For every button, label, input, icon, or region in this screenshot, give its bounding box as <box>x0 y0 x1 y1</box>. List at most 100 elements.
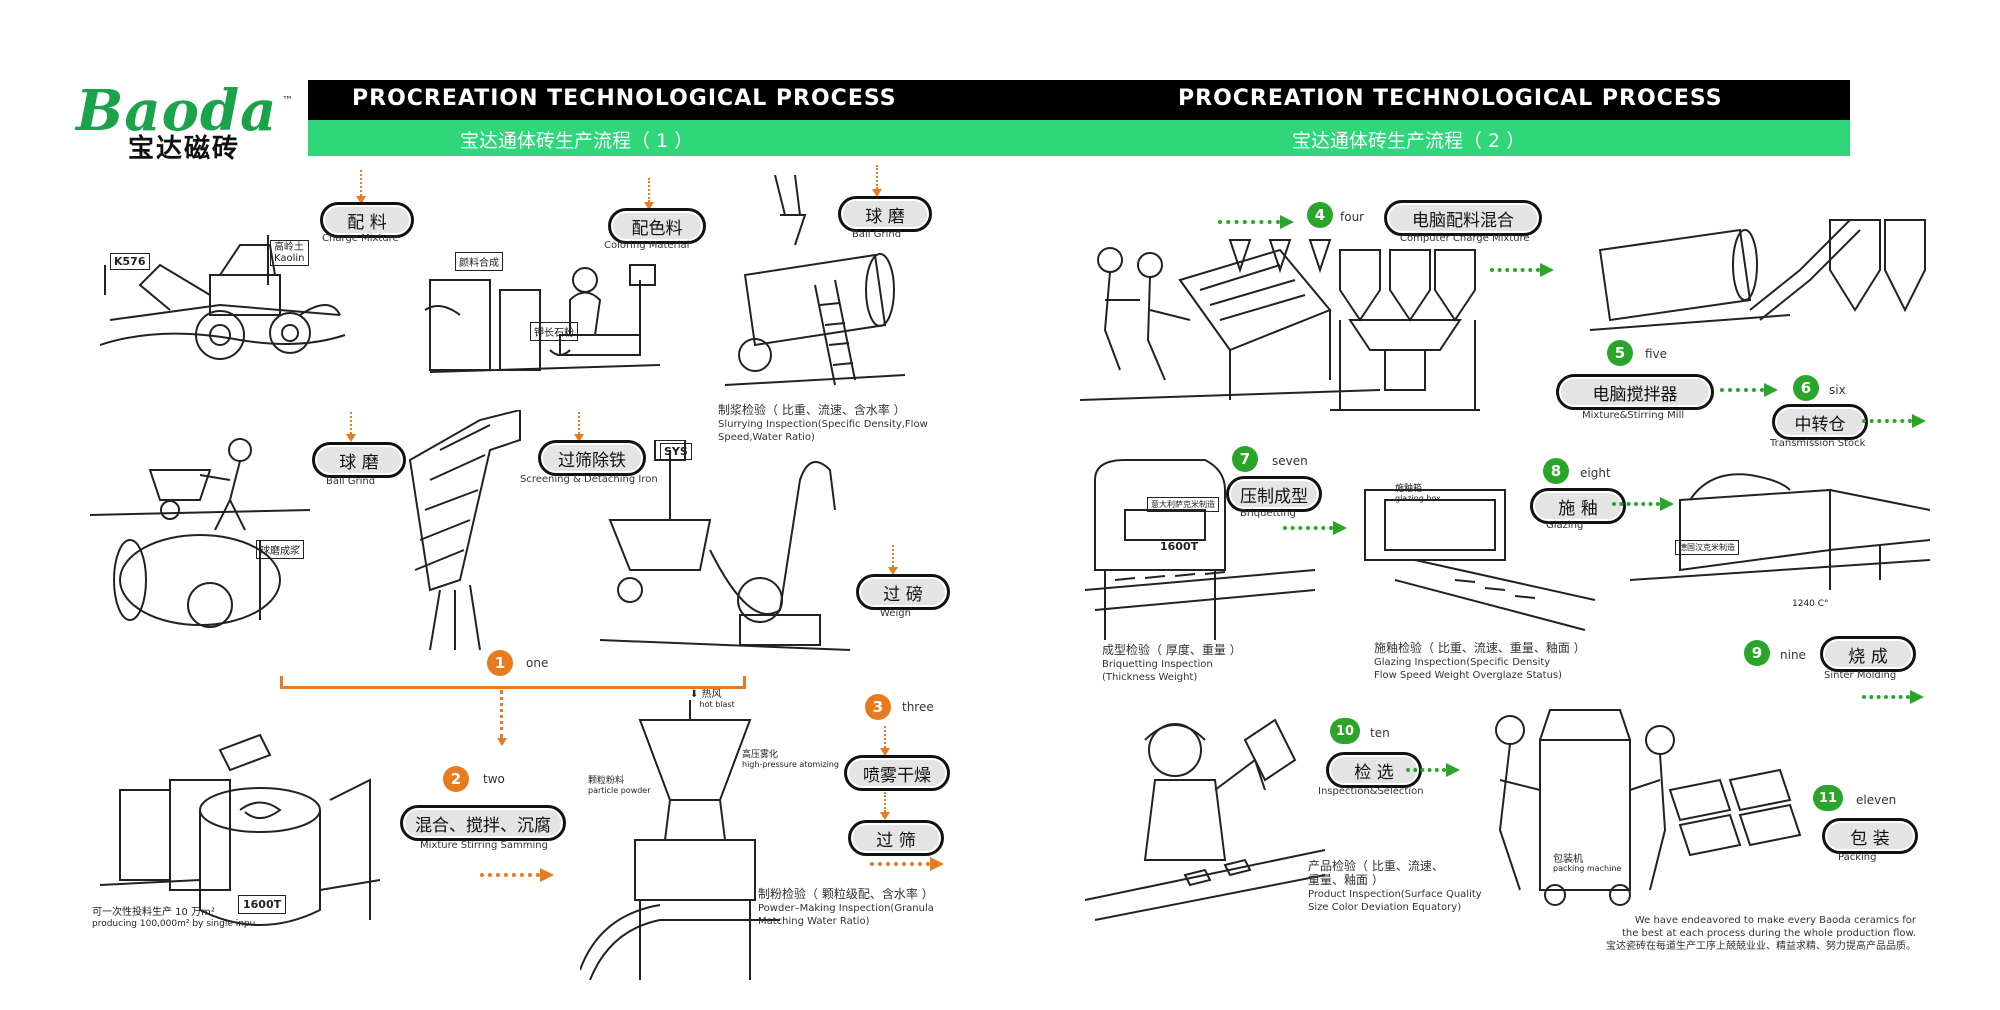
stage-mixture-stirring-en: Mixture Stirring Samming <box>420 840 548 851</box>
stage-coloring-material: 配色料 <box>608 208 706 244</box>
feldspar-label: 钾长石粉 <box>530 322 578 341</box>
stage-sinter-en: Sinter Molding <box>1824 670 1897 681</box>
step-7-badge: 7 <box>1232 446 1258 472</box>
arrow-right-after-9 <box>1862 690 1924 704</box>
arrow-right-after-4 <box>1490 263 1554 277</box>
arrow-right-step3 <box>870 857 944 871</box>
screening-chute-illustration <box>400 408 530 651</box>
stage-spray-dry: 喷雾干燥 <box>844 755 950 791</box>
stage-weigh: 过 磅 <box>856 574 950 610</box>
spray-dryer-illustration <box>579 700 790 981</box>
weighing-scale-illustration <box>599 439 851 660</box>
step-9-word: nine <box>1780 648 1806 662</box>
step-3-badge: 3 <box>865 694 891 720</box>
stage-briquetting-en: Briquetting <box>1240 508 1296 519</box>
stage-computer-charge: 电脑配料混合 <box>1384 200 1542 236</box>
coloring-workshop-illustration <box>420 240 670 380</box>
step-2-badge: 2 <box>443 766 469 792</box>
step-11-badge: 11 <box>1813 785 1843 811</box>
stage-screening: 过筛除铁 <box>538 440 646 476</box>
kiln-plate: 德国汉克米制造 <box>1675 540 1739 555</box>
stage-weigh-en: Weigh <box>880 608 911 619</box>
stage-transmission-stock-en: Transmission Stock <box>1770 438 1866 449</box>
header-subtitle-left: 宝达通体砖生产流程（ 1 ） <box>460 130 694 152</box>
arrow-down-charge <box>356 170 366 204</box>
press-machine-illustration <box>1084 450 1316 640</box>
stage-ball-grind-top: 球 磨 <box>838 196 932 232</box>
stage-mixture-stirring: 混合、搅拌、沉腐 <box>400 805 566 841</box>
stage-charge-mixture-en: Charge Mixture <box>322 233 399 244</box>
step-6-word: six <box>1829 383 1846 397</box>
bag-label: 颜料合成 <box>455 252 503 271</box>
trademark-mark: ™ <box>282 94 293 107</box>
slurry-inspection-note: 制浆检验（ 比重、流速、含水率 ） Slurrying Inspection(S… <box>718 403 928 444</box>
press-mark: 1600T <box>1160 540 1199 553</box>
ball-mill-top-illustration <box>724 174 906 395</box>
stage-sieve: 过 筛 <box>848 820 944 856</box>
stage-ball-grind-mid: 球 磨 <box>312 442 406 478</box>
step-8-badge: 8 <box>1543 458 1569 484</box>
arrow-down-screening <box>574 412 584 442</box>
stage-ball-grind-mid-en: Ball Grind <box>326 476 376 487</box>
header-subbar <box>308 120 1850 156</box>
stage-computer-charge-en: Computer Charge Mixture <box>1400 233 1530 244</box>
step-3-word: three <box>902 700 934 714</box>
arrow-down-coloring <box>644 178 654 210</box>
inspector-illustration <box>1084 700 1326 930</box>
header-bar <box>308 80 1850 120</box>
stirring-mill-illustration <box>1589 210 1930 370</box>
stage-briquetting: 压制成型 <box>1226 476 1322 512</box>
control-room-illustration <box>1079 230 1390 410</box>
stage-packing-en: Packing <box>1838 852 1877 863</box>
mixing-tank-illustration <box>99 720 381 930</box>
step-2-word: two <box>483 772 505 786</box>
stage-packing: 包 装 <box>1822 818 1918 854</box>
stage-stirring-mill-en: Mixture&Stirring Mill <box>1582 410 1685 421</box>
stage-transmission-stock: 中转仓 <box>1772 404 1868 440</box>
step-4-word: four <box>1340 210 1365 224</box>
hot-blast-label: ⬇ 热风 hot blast <box>690 689 735 710</box>
step-10-word: ten <box>1370 726 1390 740</box>
ball-mill-mid-illustration <box>89 430 311 640</box>
stage-ball-grind-top-en: Ball Grind <box>852 229 902 240</box>
arrow-right-5-to-6 <box>1720 383 1778 397</box>
silo-hopper-illustration <box>1330 240 1480 420</box>
arrow-down-weigh <box>888 545 898 575</box>
arrow-down-step1 <box>497 690 507 746</box>
kiln-temperature: 1240 C° <box>1792 599 1829 609</box>
step-8-word: eight <box>1580 466 1611 480</box>
stage-coloring-material-en: Coloring Material <box>604 240 690 251</box>
arrow-right-into-4 <box>1218 215 1294 229</box>
step-7-word: seven <box>1272 454 1308 468</box>
stage-glazing-en: Glazing <box>1546 520 1584 531</box>
arrow-right-after-8 <box>1612 497 1674 511</box>
arrow-right-after-10 <box>1406 763 1460 777</box>
mill-sign: 球磨成浆 <box>256 540 304 559</box>
glazing-box-illustration <box>1355 470 1596 640</box>
arrow-down-ballgrind-mid <box>346 412 356 442</box>
collect-bracket <box>280 676 746 689</box>
step-9-badge: 9 <box>1744 640 1770 666</box>
step-10-badge: 10 <box>1330 718 1360 744</box>
header-subtitle-right: 宝达通体砖生产流程（ 2 ） <box>1292 130 1526 152</box>
step-6-badge: 6 <box>1793 375 1819 401</box>
stage-selection-en: Inspection&Selection <box>1318 786 1424 797</box>
arrow-down-ballgrind-top <box>872 165 882 197</box>
header-title-left: PROCREATION TECHNOLOGICAL PROCESS <box>352 86 897 111</box>
arrow-right-step2 <box>480 868 554 882</box>
stage-stirring-mill: 电脑搅拌器 <box>1556 374 1714 410</box>
step-5-word: five <box>1645 347 1668 361</box>
stage-screening-en: Screening & Detaching Iron <box>520 474 658 485</box>
arrow-right-after-7 <box>1283 521 1347 535</box>
brand-logo-chinese: 宝达磁砖 <box>128 134 241 164</box>
stage-sinter: 烧 成 <box>1820 636 1916 672</box>
brick-inspection-note: 成型检验（ 厚度、重量 ） Briquetting Inspection (Th… <box>1102 643 1242 684</box>
tank-mark: 1600T <box>238 895 287 914</box>
header-title-right: PROCREATION TECHNOLOGICAL PROCESS <box>1178 86 1723 111</box>
